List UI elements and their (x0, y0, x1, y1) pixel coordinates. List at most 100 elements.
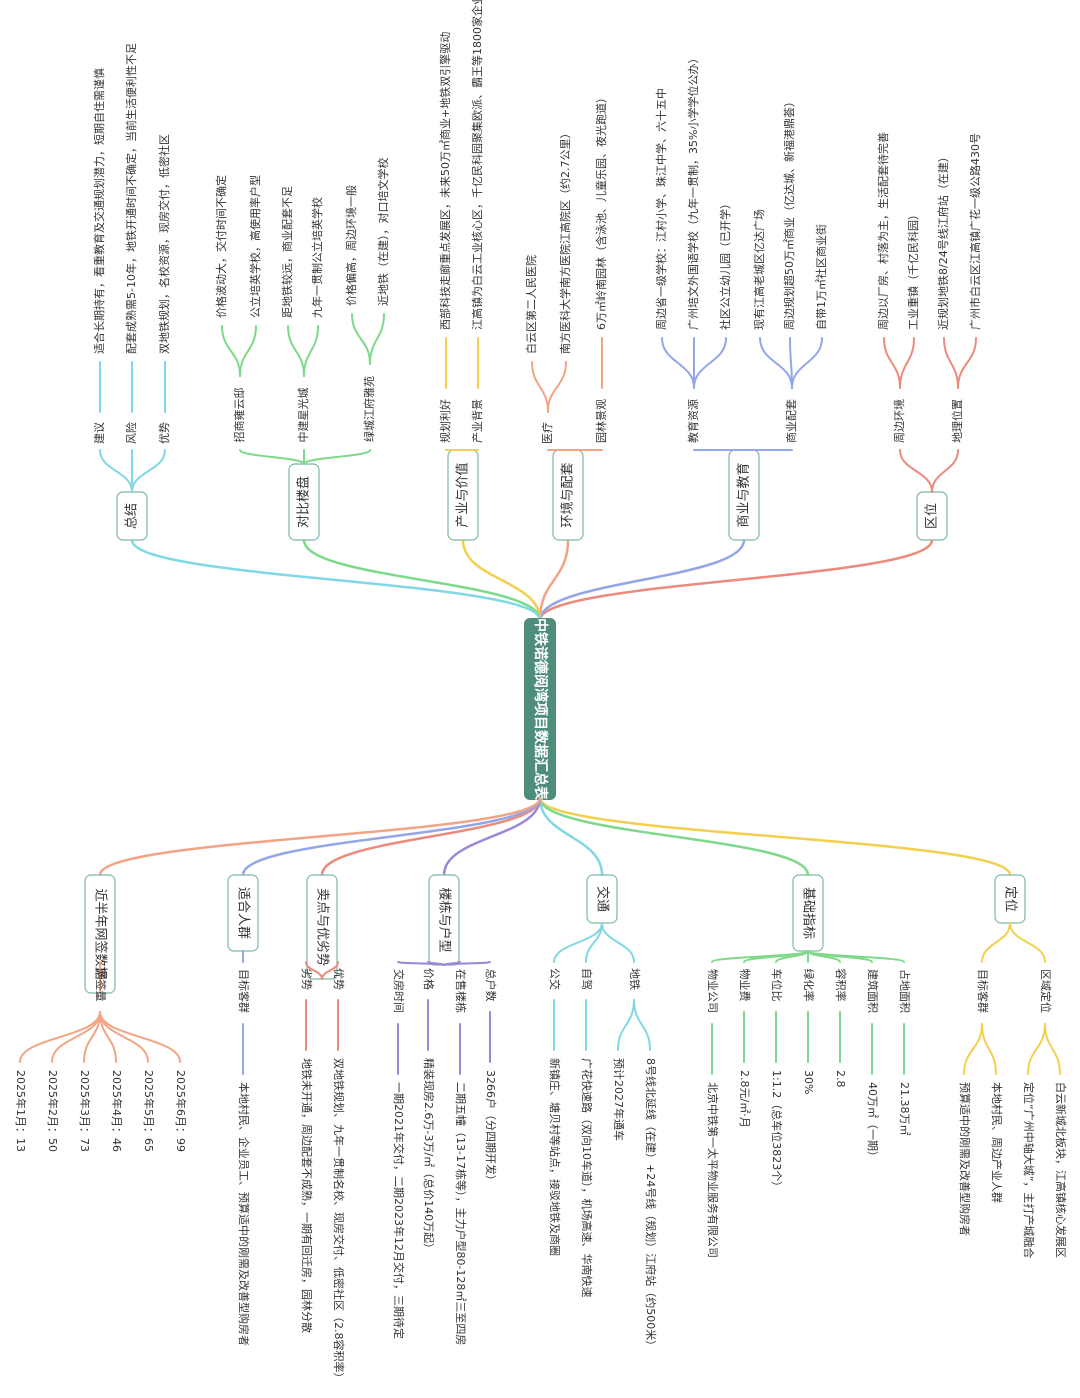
connector-leaf-bottom-2-0-0 (633, 999, 651, 1051)
connector-bottom-1-6 (711, 950, 809, 963)
connector-root-top-2 (538, 538, 570, 622)
leaf-text-top-4-0-1: 价格偏高，周边环境一般 (344, 185, 358, 306)
leaf-text-top-1-0-0: 自带1万㎡社区商业街 (814, 224, 828, 330)
branch-child-top-3-1: 规划利好 (438, 399, 452, 443)
branch-label-bottom-3: 楼栋与户型 (437, 887, 453, 952)
connector-top-4-0 (303, 449, 371, 465)
leaf-text-top-4-1-1: 距地铁较远，商业配套不足 (280, 186, 294, 318)
connector-leaf-top-2-1-1 (531, 361, 549, 413)
leaf-text-bottom-1-1-0: 40万㎡（一期） (866, 1082, 879, 1162)
connector-leaf-top-4-0-0 (369, 313, 385, 365)
branch-child-top-2-1: 医疗 (540, 422, 554, 444)
connector-bottom-4-1 (305, 961, 323, 980)
connector-root-bottom-2 (538, 796, 604, 877)
branch-child-top-5-1: 风险 (124, 422, 138, 444)
leaf-text-bottom-2-0-0: 8号线北延线（在建）+24号线（规划）江府站（约500米） (644, 1058, 658, 1351)
leaf-text-top-0-1-1: 周边以厂房、村落为主，生活配套待完善 (876, 132, 890, 330)
leaf-text-top-4-0-0: 近地铁（在建），对口培文学校 (376, 158, 390, 307)
leaf-text-top-5-0-0: 双地铁规划，名校资源，现房交付，低密社区 (157, 134, 171, 354)
leaf-text-bottom-1-3-0: 30% (802, 1070, 815, 1094)
connector-leaf-top-4-1-1 (287, 325, 305, 377)
connector-root-top-0 (538, 538, 934, 622)
connector-leaf-top-4-2-1 (221, 325, 241, 377)
leaf-text-bottom-4-1-0: 地铁未开通，周边配套不成熟，一期有回迁房，园林分散 (300, 1058, 314, 1333)
branch-child-top-2-0: 园林景观 (594, 399, 608, 443)
leaf-text-top-4-1-0: 九年一贯制公立培英学校 (310, 197, 324, 318)
connector-root-top-1 (538, 538, 746, 622)
root-node[interactable] (524, 618, 556, 800)
branch-child-top-5-0: 优势 (158, 422, 171, 444)
leaf-text-top-4-2-0: 公立培英学校，高使用率户型 (248, 175, 262, 318)
branch-label-top-3: 产业与价值 (455, 462, 471, 527)
connector-leaf-top-4-0-1 (351, 313, 371, 365)
leaf-text-top-0-0-0: 广州市白云区江高镇广花一级公路430号 (968, 133, 982, 330)
connector-root-bottom-3 (442, 796, 542, 877)
branch-child-bottom-2-1: 自驾 (580, 968, 593, 990)
branch-child-bottom-1-3: 绿化率 (802, 969, 816, 1002)
branch-child-top-4-2: 招商雍云邸 (232, 388, 246, 443)
connector-bottom-2-2 (553, 922, 603, 963)
connector-top-4-2 (239, 449, 305, 465)
branch-child-top-4-0: 绿城江府雅苑 (362, 376, 376, 442)
leaf-text-bottom-0-1-0: 本地村民、周边产业人群 (990, 1082, 1004, 1203)
connector-leaf-bottom-2-0-1 (617, 999, 635, 1051)
connector-leaf-top-0-0-1 (943, 337, 959, 389)
branch-child-top-5-2: 建议 (92, 422, 106, 444)
branch-child-bottom-2-2: 公交 (548, 968, 562, 990)
connector-top-5-0 (131, 449, 166, 493)
leaf-text-bottom-4-0-0: 双地铁规划、九年一贯制名校、现房交付、低密社区（2.8容积率） (332, 1058, 346, 1384)
leaf-text-top-1-1-1: 广州培文外国语学校（九年一贯制，35%小学学位公办） (686, 53, 700, 330)
leaf-text-top-1-1-0: 社区公立幼儿园（已开学） (718, 198, 732, 330)
leaf-text-top-1-1-2: 周边省一级学校：江村小学、珠江中学、六十五中 (654, 88, 668, 330)
connector-leaf-top-1-1-2 (661, 337, 695, 389)
branch-child-bottom-5-0: 目标客群 (237, 969, 251, 1013)
leaf-text-top-5-1-0: 配套成熟需5-10年，地铁开通时间不确定，当前生活便利性不足 (124, 43, 138, 354)
branch-label-bottom-1: 基础指标 (801, 887, 816, 939)
leaf-text-top-5-2-0: 适合长期持有，看重教育及交通规划潜力，短期自住需谨慎 (92, 68, 106, 354)
leaf-text-top-3-0-0: 江高镇为白云工业核心区，千亿民科园聚集欧派、霸王等1800家企业 (470, 0, 484, 330)
branch-child-top-4-1: 中建星光城 (296, 388, 310, 443)
connector-leaf-bottom-0-1-0 (981, 1023, 997, 1075)
branch-child-bottom-6-0: 网签量 (94, 969, 108, 1002)
connector-bottom-0-1 (981, 922, 1011, 963)
branch-label-top-2: 环境与配套 (560, 462, 576, 527)
leaf-text-bottom-6-0-5: 2025年1月：13 (14, 1070, 28, 1152)
branch-child-top-3-0: 产业背景 (470, 399, 484, 443)
connector-leaf-top-2-1-0 (547, 361, 567, 413)
connector-top-0-1 (899, 449, 933, 493)
leaf-text-bottom-1-0-0: 21.38万㎡ (898, 1082, 911, 1136)
branch-child-bottom-2-0: 地铁 (628, 968, 641, 990)
branch-child-bottom-3-1: 在售楼栋 (454, 969, 468, 1013)
branch-child-top-0-1: 周边环境 (892, 399, 906, 443)
connector-leaf-top-1-1-0 (693, 337, 727, 389)
branch-child-bottom-1-6: 物业公司 (706, 969, 720, 1013)
connector-leaf-top-0-0-0 (957, 337, 977, 389)
leaf-text-bottom-1-5-0: 2.8元/㎡·月 (738, 1070, 751, 1128)
connector-leaf-top-1-0-0 (791, 337, 823, 389)
connector-root-bottom-5 (241, 796, 542, 877)
branch-child-top-1-1: 教育资源 (686, 399, 700, 443)
leaf-text-bottom-2-0-1: 预计2027年通车 (612, 1058, 626, 1141)
connector-bottom-3-3 (397, 961, 445, 966)
branch-child-bottom-0-1: 目标客群 (976, 969, 990, 1013)
leaf-text-bottom-0-0-0: 白云新城北板块，江高镇核心发展区 (1054, 1082, 1068, 1258)
leaf-text-top-2-0-0: 6万㎡岭南园林（含泳池、儿童乐园、夜光跑道） (594, 92, 608, 330)
leaf-text-bottom-1-4-0: 1:1.2（总车位3823个） (770, 1070, 784, 1192)
branch-child-top-1-0: 商业配套 (784, 399, 798, 443)
connector-root-bottom-4 (320, 796, 542, 877)
branch-label-bottom-0: 定位 (1003, 886, 1018, 912)
connector-root-top-4 (302, 538, 542, 622)
connector-root-bottom-1 (538, 796, 810, 877)
branch-label-bottom-2: 交通 (595, 886, 611, 912)
connector-leaf-bottom-6-0-0 (99, 1011, 181, 1063)
leaf-text-top-0-0-1: 近规划地铁8/24号线江府站（在建） (936, 151, 950, 330)
branch-child-top-0-0: 地理位置 (950, 399, 964, 443)
leaf-text-bottom-2-2-0: 新镇庄、塘贝村等站点，接驳地铁及商圈 (548, 1058, 562, 1256)
leaf-text-bottom-3-3-0: 一期2021年交付，二期2023年12月交付，三期待定 (392, 1082, 406, 1339)
connector-top-0-0 (931, 449, 959, 493)
connector-leaf-bottom-0-0-0 (1044, 1023, 1061, 1075)
leaf-text-bottom-1-2-0: 2.8 (834, 1070, 847, 1088)
leaf-text-bottom-6-0-4: 2025年2月：50 (46, 1070, 60, 1152)
branch-label-bottom-6: 近半年网签数据 (93, 888, 109, 979)
